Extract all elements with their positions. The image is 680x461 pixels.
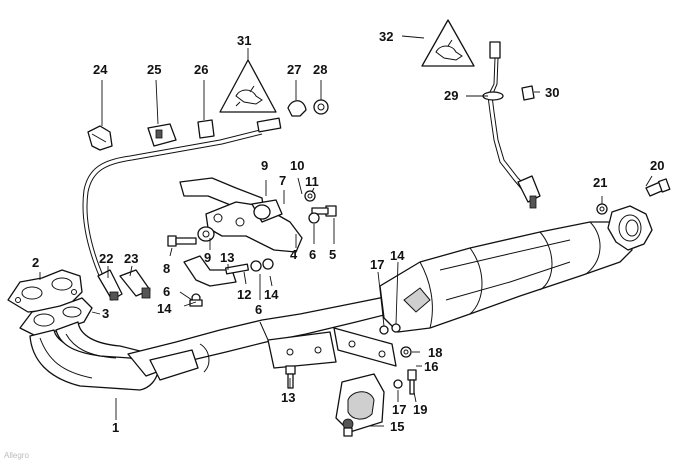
callout-13a: 13 — [220, 250, 234, 265]
callout-5: 5 — [329, 247, 336, 262]
callout-25: 25 — [147, 62, 161, 77]
callout-1: 1 — [112, 420, 119, 435]
bolt-13-lower — [285, 365, 296, 389]
callout-14c: 14 — [390, 248, 405, 263]
callout-14a: 14 — [157, 301, 172, 316]
callout-6a: 6 — [163, 284, 170, 299]
washers-17-14 — [379, 323, 401, 335]
leader-lines — [39, 35, 653, 427]
catalytic-converter — [379, 221, 633, 333]
clip-30 — [521, 85, 535, 101]
callout-29: 29 — [444, 88, 458, 103]
warning-triangle-32-icon — [421, 19, 475, 67]
callout-32: 32 — [379, 29, 393, 44]
callout-2: 2 — [32, 255, 39, 270]
callout-30: 30 — [545, 85, 559, 100]
support-bracket — [267, 327, 397, 369]
clamp-12 — [183, 255, 274, 287]
clip-25 — [147, 123, 177, 147]
callout-12: 12 — [237, 287, 251, 302]
clip-24 — [87, 125, 113, 151]
callout-16: 16 — [424, 359, 438, 374]
rubber-mount-15 — [335, 373, 385, 437]
rubber-bushing-9 — [197, 226, 215, 242]
rear-flange — [607, 205, 653, 251]
callout-21: 21 — [593, 175, 607, 190]
callout-13b: 13 — [281, 390, 295, 405]
callout-10: 10 — [290, 158, 304, 173]
intermediate-pipe — [127, 295, 397, 381]
callout-15: 15 — [390, 419, 404, 434]
nut-6-14 — [189, 293, 203, 307]
watermark: Allegro — [4, 451, 29, 460]
callout-9a: 9 — [261, 158, 268, 173]
callout-23: 23 — [124, 251, 138, 266]
nut-17-lower — [393, 379, 403, 389]
grommet-28 — [313, 99, 329, 115]
callout-4: 4 — [290, 247, 298, 262]
callout-17a: 17 — [370, 257, 384, 272]
rear-oxygen-sensor — [482, 41, 541, 209]
callout-28: 28 — [313, 62, 327, 77]
callout-26: 26 — [194, 62, 208, 77]
callout-6c: 6 — [309, 247, 316, 262]
oxygen-sensor-cable — [82, 117, 282, 279]
callout-labels: 1 2 3 4 5 6 6 6 7 8 9 9 10 11 12 13 13 1… — [32, 29, 664, 435]
bolt-8 — [167, 235, 197, 247]
hanger-bracket — [179, 177, 303, 253]
warning-triangle-31-icon — [219, 59, 277, 113]
callout-31: 31 — [237, 33, 251, 48]
clip-26 — [197, 119, 215, 139]
nut-18 — [400, 346, 412, 358]
callout-27: 27 — [287, 62, 301, 77]
callout-22: 22 — [99, 251, 113, 266]
bolt-5 — [311, 205, 337, 217]
callout-11: 11 — [305, 174, 319, 189]
callout-9b: 9 — [204, 250, 211, 265]
callout-24: 24 — [93, 62, 108, 77]
callout-7: 7 — [279, 173, 286, 188]
bolt-19 — [407, 369, 417, 395]
sensor-22 — [97, 269, 123, 301]
callout-14b: 14 — [264, 287, 279, 302]
bolt-20 — [645, 178, 671, 197]
callout-3: 3 — [102, 306, 109, 321]
callout-17b: 17 — [392, 402, 406, 417]
callout-20: 20 — [650, 158, 664, 173]
callout-6b: 6 — [255, 302, 262, 317]
callout-8: 8 — [163, 261, 170, 276]
nut-21 — [596, 203, 608, 215]
washers-6-11 — [304, 190, 320, 224]
callout-18: 18 — [428, 345, 442, 360]
clamp-27 — [287, 100, 307, 117]
sensor-23 — [119, 269, 151, 299]
callout-19: 19 — [413, 402, 427, 417]
